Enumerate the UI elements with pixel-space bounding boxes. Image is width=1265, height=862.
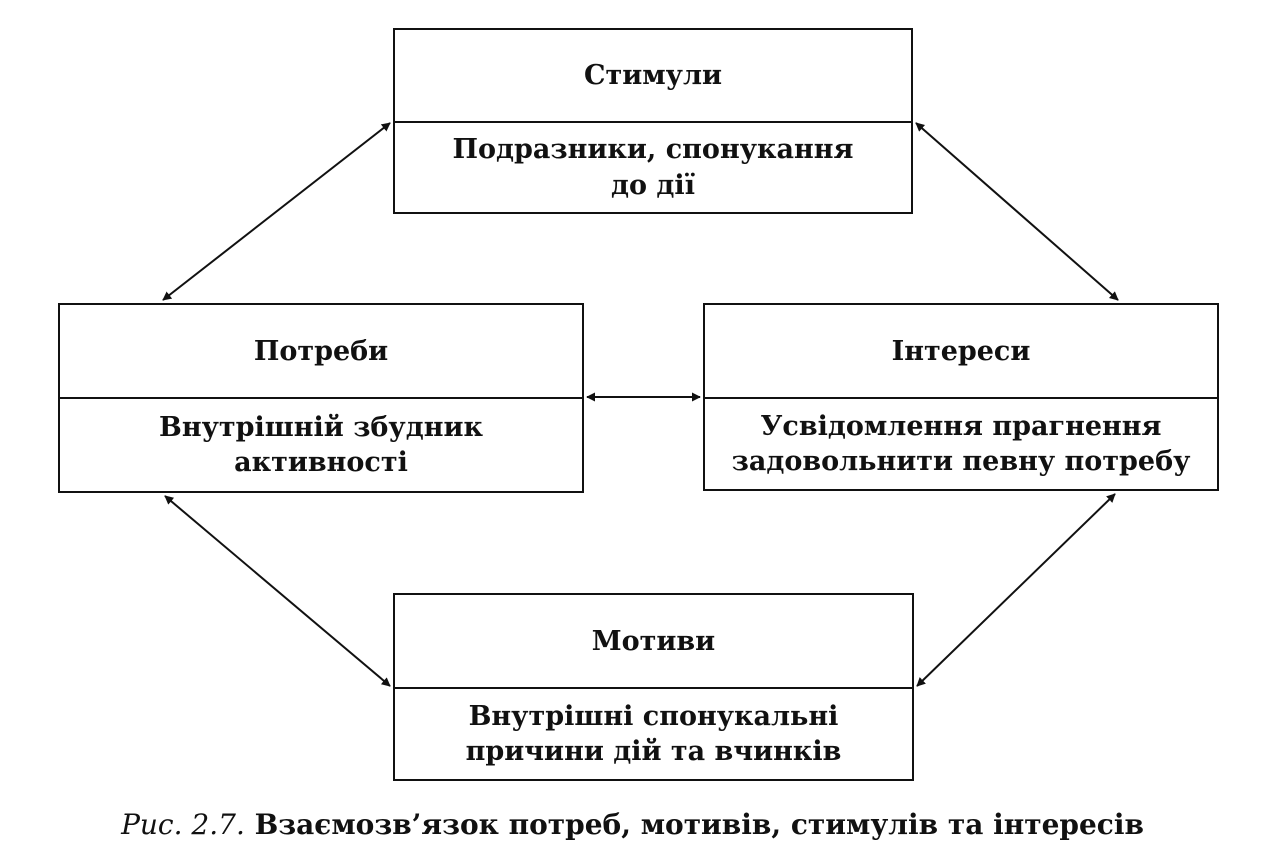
arrow-potreby-motyvy — [164, 495, 391, 687]
caption-text: Взаємозв’язок потреб, мотивів, стимулів … — [254, 808, 1144, 841]
node-title: Інтереси — [705, 305, 1217, 399]
arrow-interesy-motyvy — [916, 493, 1116, 687]
node-motyvy: Мотиви Внутрішні спонукальні причини дій… — [393, 593, 914, 781]
node-description: Внутрішні спонукальні причини дій та вчи… — [465, 700, 842, 767]
node-title: Мотиви — [395, 595, 912, 689]
arrow-stimuly-interesy — [915, 122, 1119, 301]
figure-caption: Рис. 2.7. Взаємозв’язок потреб, мотивів,… — [0, 808, 1265, 841]
node-title: Стимули — [395, 30, 911, 123]
node-interesy: Інтереси Усвідомлення прагнення задоволь… — [703, 303, 1219, 491]
arrow-stimuly-potreby — [162, 122, 391, 301]
node-potreby: Потреби Внутрішній збудник активності — [58, 303, 584, 493]
node-stimuly: Стимули Подразники, спонукання до дії — [393, 28, 913, 214]
caption-prefix: Рис. 2.7. — [121, 808, 245, 841]
node-description: Внутрішній збудник активності — [159, 411, 483, 478]
node-description: Подразники, спонукання до дії — [452, 134, 854, 201]
node-title: Потреби — [60, 305, 582, 399]
node-description: Усвідомлення прагнення задовольнити певн… — [731, 410, 1191, 477]
